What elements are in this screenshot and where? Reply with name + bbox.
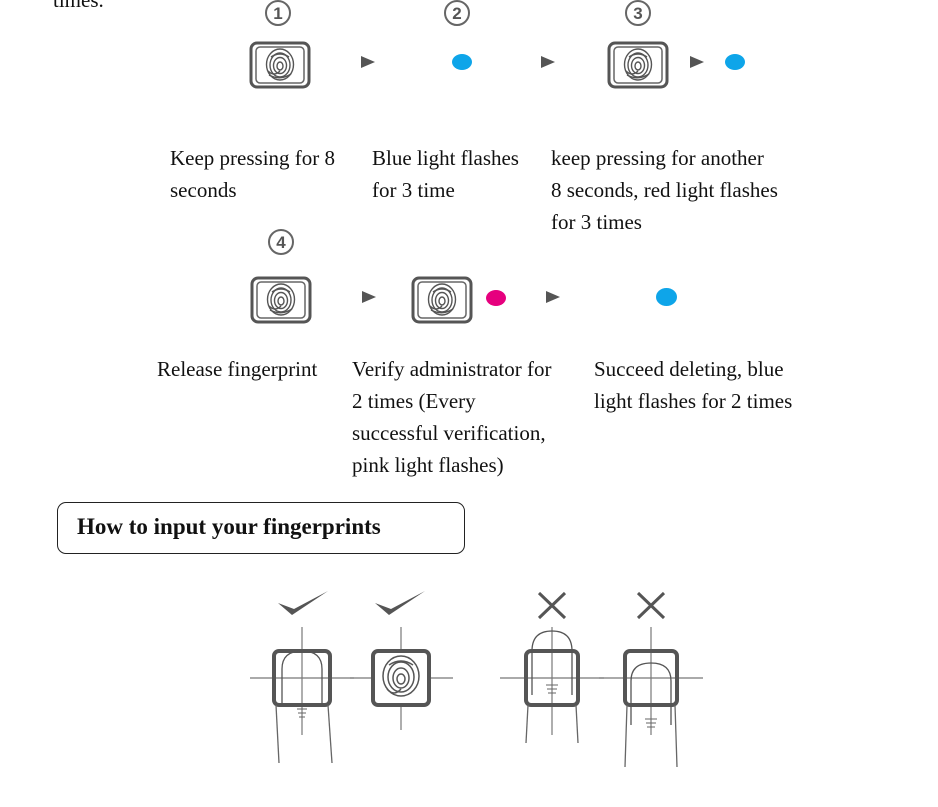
finger-placement-incorrect-2 (599, 591, 703, 768)
finger-placement-incorrect-1 (500, 591, 604, 744)
arrow-right-icon (689, 55, 705, 69)
section-heading-box: How to input your fingerprints (57, 502, 465, 554)
top-text-fragment: times. (53, 0, 104, 12)
step-number-4-icon: 4 (268, 229, 294, 255)
step-6-caption: Succeed deleting, blue light flashes for… (594, 357, 793, 413)
step-1-caption: Keep pressing for 8 seconds (170, 146, 336, 202)
arrow-right-icon (360, 55, 376, 69)
fingerprint-sensor-icon (607, 41, 669, 89)
step-number-1-icon: 1 (265, 0, 291, 26)
blue-light-icon (656, 288, 677, 306)
finger-placement-correct-2 (350, 591, 453, 730)
step-2-caption: Blue light flashes for 3 time (372, 146, 519, 202)
checkmark-icon (375, 591, 425, 615)
arrow-right-icon (540, 55, 556, 69)
fingerprint-sensor-icon (249, 41, 311, 89)
arrow-right-icon (545, 290, 561, 304)
step-number-2-icon: 2 (444, 0, 470, 26)
cross-icon (537, 591, 567, 620)
pink-light-icon (486, 290, 506, 306)
section-heading: How to input your fingerprints (77, 514, 381, 539)
checkmark-icon (278, 591, 328, 615)
svg-text:4: 4 (276, 233, 286, 252)
step-5-caption: Verify administrator for 2 times (Every … (352, 357, 552, 477)
step-number-3-icon: 3 (625, 0, 651, 26)
svg-text:2: 2 (452, 4, 461, 23)
blue-light-icon (725, 54, 745, 70)
arrow-right-icon (361, 290, 377, 304)
cross-icon (636, 591, 666, 620)
step-3-caption: keep pressing for another 8 seconds, red… (551, 146, 778, 234)
svg-text:1: 1 (273, 4, 282, 23)
fingerprint-sensor-icon (411, 276, 473, 324)
blue-light-icon (452, 54, 472, 70)
finger-placement-correct-1 (250, 591, 354, 764)
fingerprint-sensor-icon (250, 276, 312, 324)
svg-text:3: 3 (633, 4, 642, 23)
step-4-caption: Release fingerprint (157, 357, 318, 381)
